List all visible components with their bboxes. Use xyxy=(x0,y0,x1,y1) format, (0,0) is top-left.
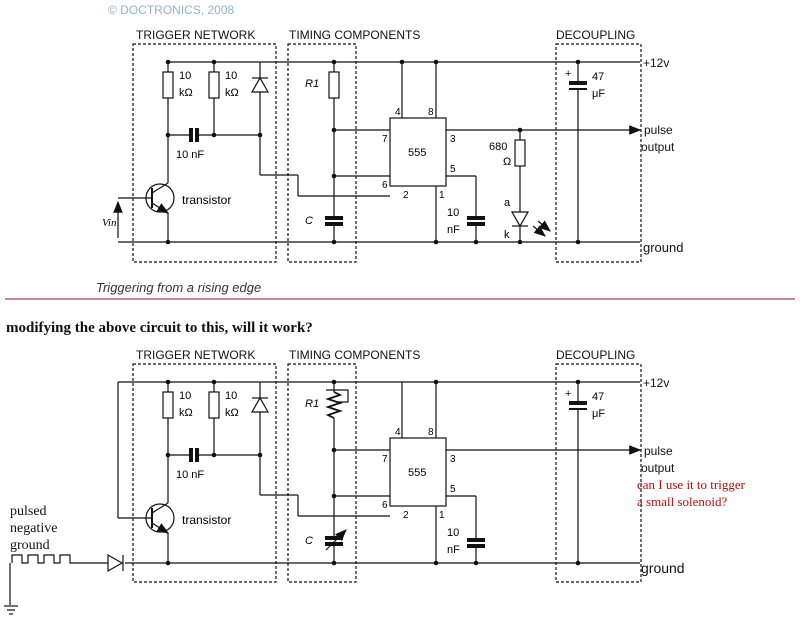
label-sections-trigger: TRIGGER NETWORK xyxy=(136,348,255,362)
label-components-pins-p7: 7 xyxy=(382,454,388,465)
label-components-res-unit: kΩ xyxy=(225,87,239,99)
r1-resistor xyxy=(328,71,340,99)
timing-components-box-2 xyxy=(287,363,357,583)
question-text: modifying the above circuit to this, wil… xyxy=(6,320,313,336)
label-components-pins-p8: 8 xyxy=(428,107,434,118)
label-components-r1: R1 xyxy=(305,78,319,90)
label-components-ic: 555 xyxy=(408,467,426,479)
led-resistor xyxy=(514,139,526,167)
label-components-pins-p8: 8 xyxy=(428,427,434,438)
label-output-line2: output xyxy=(641,461,675,475)
label-components-led-anode: a xyxy=(504,197,511,209)
label-components-led-cathode: k xyxy=(504,229,510,241)
label-components-pins-p1: 1 xyxy=(439,510,445,521)
diode-symbol xyxy=(250,76,270,93)
pulsed-label-1: pulsed xyxy=(10,504,47,519)
label-components-res-unit: kΩ xyxy=(179,407,193,419)
label-components-ic: 555 xyxy=(408,147,426,159)
label-components-res-value: 10 xyxy=(179,70,191,82)
label-components-cap-ctrl-unit: nF xyxy=(447,544,460,556)
ic-555 xyxy=(389,117,447,187)
label-components-cap-dec-value: 47 xyxy=(592,391,604,403)
label-components-vin: Vin xyxy=(102,217,117,229)
timing-components-box xyxy=(287,43,357,263)
label-output: output xyxy=(641,140,675,154)
label-components-pins-p5: 5 xyxy=(450,484,456,495)
label-rails-supply: +12v xyxy=(643,376,669,390)
label-components-cap-dec-unit: μF xyxy=(592,88,605,100)
decoupling-box xyxy=(555,43,642,263)
decoupling-box-2 xyxy=(555,363,642,583)
label-components-cap-ctrl-value: 10 xyxy=(447,207,459,219)
label-components-pins-p4: 4 xyxy=(395,427,401,438)
label-components-cap-dec-unit: μF xyxy=(592,408,605,420)
label-components-pins-p2: 2 xyxy=(403,190,409,201)
pulsed-waveform xyxy=(11,554,80,564)
label-components-r1: R1 xyxy=(305,398,319,410)
label-rails-ground: ground xyxy=(641,560,685,576)
label-components-pins-p3: 3 xyxy=(450,454,456,465)
led-symbol xyxy=(510,211,530,228)
top-circuit xyxy=(113,43,642,263)
bottom-circuit xyxy=(4,363,642,615)
note-line-1: can I use it to trigger xyxy=(637,477,746,492)
ic-555-2 xyxy=(389,437,447,507)
label-components-pins-p6: 6 xyxy=(382,500,388,511)
label-components-cap-ctrl-unit: nF xyxy=(447,224,460,236)
label-components-pins-p4: 4 xyxy=(395,107,401,118)
label-pulse: pulse xyxy=(644,123,673,137)
caption-rising-edge: Triggering from a rising edge xyxy=(96,280,261,295)
label-components-res-value: 10 xyxy=(179,390,191,402)
svg-text:+: + xyxy=(565,68,571,80)
label-components-pins-p3: 3 xyxy=(450,134,456,145)
label-timing-components: TIMING COMPONENTS xyxy=(289,28,420,42)
label-components-res-unit: kΩ xyxy=(179,87,193,99)
note-line-2: a small solenoid? xyxy=(637,494,727,509)
label-components-pins-p5: 5 xyxy=(450,164,456,175)
label-sections-timing: TIMING COMPONENTS xyxy=(289,348,420,362)
label-trigger-network: TRIGGER NETWORK xyxy=(136,28,255,42)
copyright-text: © DOCTRONICS, 2008 xyxy=(108,3,235,17)
resistor-10k-a-2 xyxy=(162,391,174,419)
trigger-network-box-2 xyxy=(132,363,277,583)
pulsed-label-2: negative xyxy=(10,521,57,536)
label-decoupling: DECOUPLING xyxy=(556,28,635,42)
label-components-pins-p7: 7 xyxy=(382,134,388,145)
resistor-10k-b xyxy=(208,71,220,99)
resistor-10k-b-2 xyxy=(208,391,220,419)
label-components-res-value: 10 xyxy=(225,70,237,82)
label-components-pins-p2: 2 xyxy=(403,510,409,521)
label-components-c: C xyxy=(305,535,313,547)
label-components-cap-trigger: 10 nF xyxy=(176,469,204,481)
label-ground: ground xyxy=(643,240,683,255)
label-components-pins-p6: 6 xyxy=(382,180,388,191)
label-components-res-value: 10 xyxy=(225,390,237,402)
label-components-c: C xyxy=(305,215,313,227)
label-components-cap-dec-value: 47 xyxy=(592,71,604,83)
resistor-10k-a xyxy=(162,71,174,99)
label-components-transistor: transistor xyxy=(182,193,231,207)
input-diode xyxy=(107,553,124,573)
svg-text:+: + xyxy=(565,388,571,400)
label-output-line1: pulse xyxy=(644,444,673,458)
pulsed-label-3: ground xyxy=(10,538,50,553)
label-supply: +12v xyxy=(643,56,669,70)
label-components-cap-trigger: 10 nF xyxy=(176,149,204,161)
label-components-pins-p1: 1 xyxy=(439,190,445,201)
label-components-cap-ctrl-value: 10 xyxy=(447,527,459,539)
label-sections-decoupling: DECOUPLING xyxy=(556,348,635,362)
r1-variable-resistor xyxy=(325,391,343,419)
label-components-led-res-unit: Ω xyxy=(503,156,511,168)
diode-symbol-2 xyxy=(250,396,270,413)
trigger-network-box xyxy=(132,43,277,263)
label-components-led-res-value: 680 xyxy=(489,141,507,153)
label-components-transistor: transistor xyxy=(182,513,231,527)
label-components-res-unit: kΩ xyxy=(225,407,239,419)
